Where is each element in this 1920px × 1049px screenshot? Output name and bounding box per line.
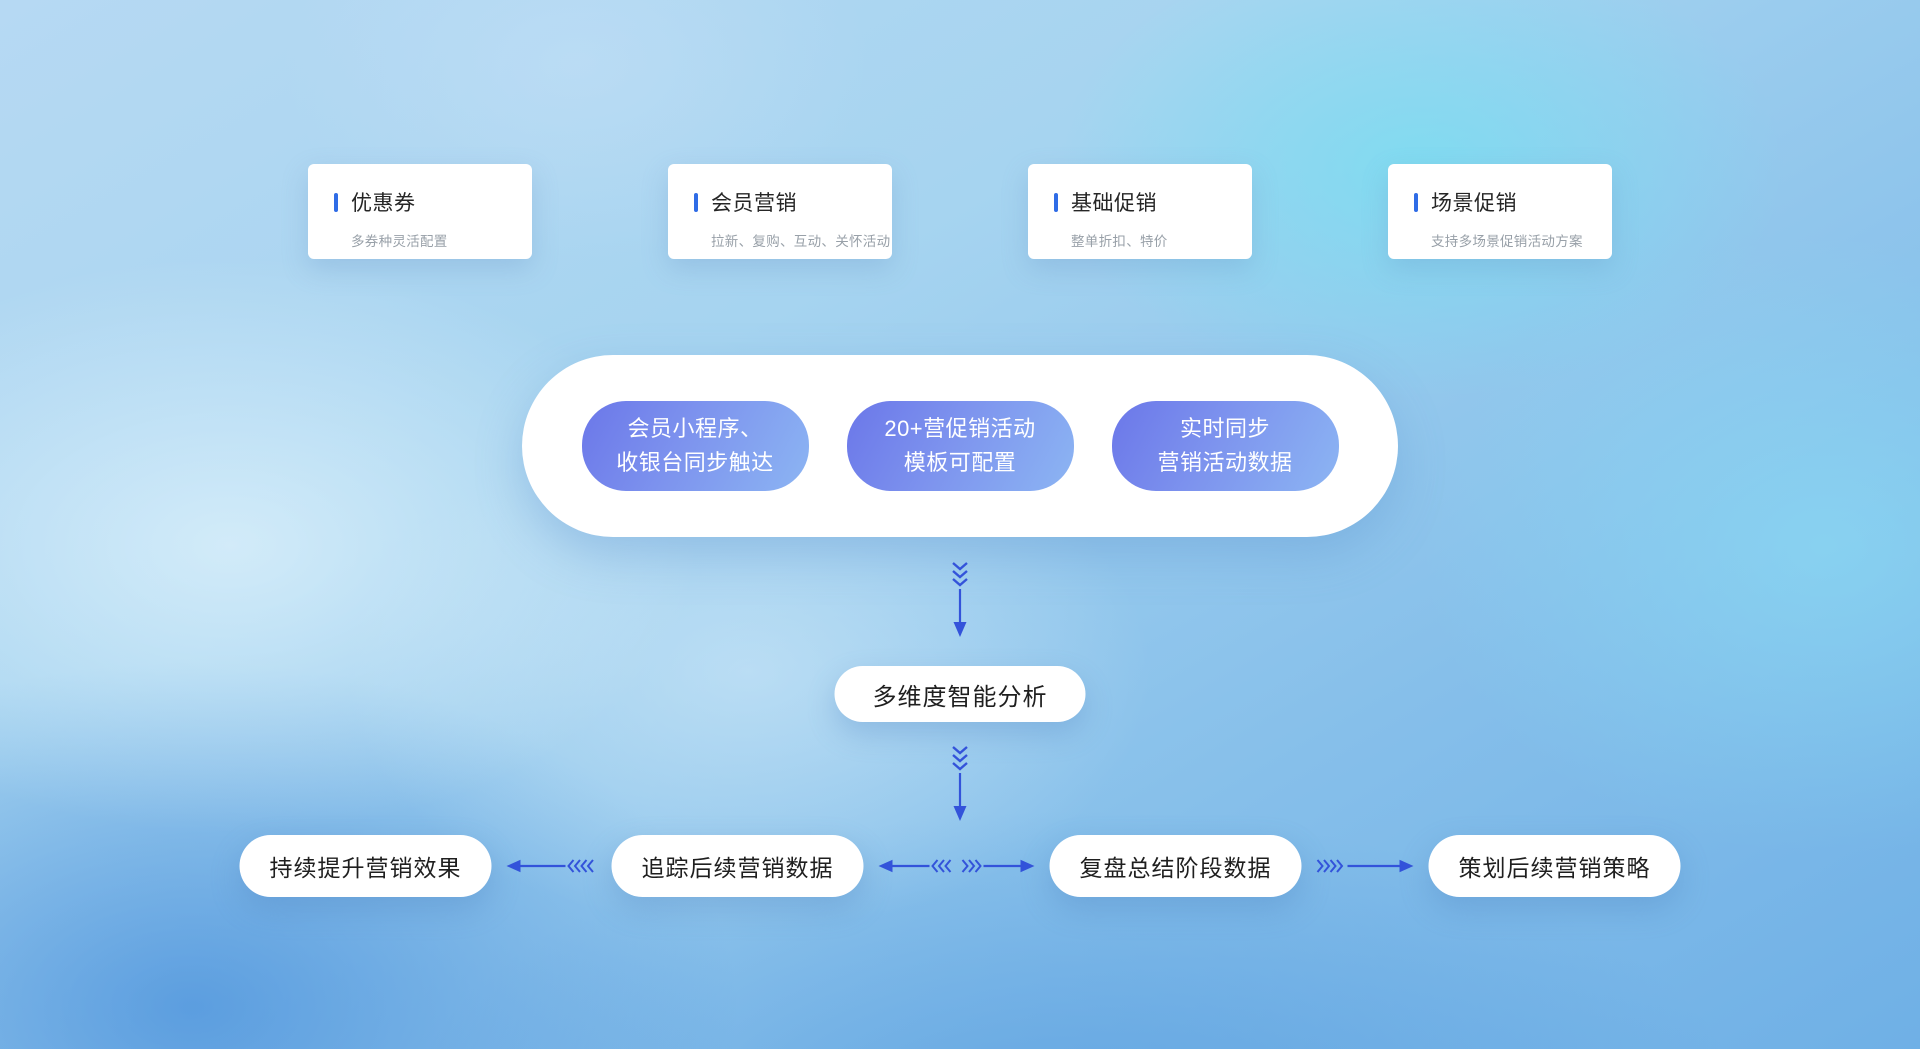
flow-pill-track-data: 追踪后续营销数据: [611, 835, 864, 897]
capsule-line1: 实时同步: [1179, 415, 1270, 441]
card-title: 会员营销: [711, 192, 797, 215]
hub-capsule-miniprogram: 会员小程序、 收银台同步触达: [581, 401, 809, 491]
feature-cards-row: 优惠券 多券种灵活配置 会员营销 拉新、复购、互动、关怀活动 基础促销 整单折扣…: [0, 164, 1920, 259]
left-arrow-icon: [506, 859, 594, 873]
card-title-row: 基础促销: [1054, 187, 1232, 217]
flow-pill-improve-effect: 持续提升营销效果: [239, 835, 492, 897]
double-arrow-icon: [878, 859, 1035, 873]
card-title-row: 优惠券: [334, 187, 512, 217]
flow-pill-review-data: 复盘总结阶段数据: [1049, 835, 1302, 897]
card-title-row: 场景促销: [1414, 187, 1592, 217]
hub-capsule-templates: 20+营促销活动 模板可配置: [846, 401, 1074, 491]
down-arrow-icon: [952, 562, 968, 637]
analysis-pill: 多维度智能分析: [834, 666, 1086, 722]
card-title-row: 会员营销: [694, 187, 872, 217]
feature-card-basic-promotion: 基础促销 整单折扣、特价: [1028, 164, 1252, 259]
feature-card-coupon: 优惠券 多券种灵活配置: [308, 164, 532, 259]
card-title: 优惠券: [351, 192, 416, 215]
card-subtitle: 多券种灵活配置: [351, 234, 448, 249]
accent-bar-icon: [1414, 192, 1418, 212]
flow-row: 持续提升营销效果 追踪后续营销数据: [239, 835, 1681, 897]
card-subtitle: 整单折扣、特价: [1071, 234, 1168, 249]
accent-bar-icon: [694, 192, 698, 212]
card-subtitle: 支持多场景促销活动方案: [1431, 234, 1583, 249]
feature-card-member-marketing: 会员营销 拉新、复购、互动、关怀活动: [668, 164, 892, 259]
hub-capsule-realtime-sync: 实时同步 营销活动数据: [1111, 401, 1339, 491]
card-subtitle: 拉新、复购、互动、关怀活动: [711, 234, 891, 249]
capability-hub: 会员小程序、 收银台同步触达 20+营促销活动 模板可配置 实时同步 营销活动数…: [522, 355, 1398, 537]
capsule-line1: 20+营促销活动: [884, 415, 1036, 441]
down-arrow-icon: [952, 746, 968, 821]
capsule-line2: 收银台同步触达: [616, 450, 774, 475]
accent-bar-icon: [1054, 192, 1058, 212]
capsule-line2: 营销活动数据: [1157, 450, 1293, 475]
capsule-line2: 模板可配置: [903, 450, 1017, 475]
card-title: 基础促销: [1071, 192, 1157, 215]
flow-pill-plan-strategy: 策划后续营销策略: [1428, 835, 1681, 897]
capsule-line1: 会员小程序、: [627, 415, 763, 441]
card-title: 场景促销: [1431, 192, 1517, 215]
accent-bar-icon: [334, 192, 338, 212]
right-arrow-icon: [1316, 859, 1414, 873]
feature-card-scene-promotion: 场景促销 支持多场景促销活动方案: [1388, 164, 1612, 259]
